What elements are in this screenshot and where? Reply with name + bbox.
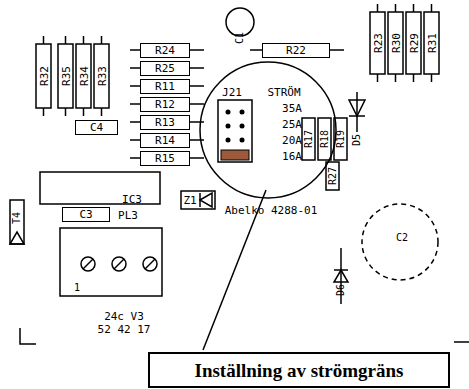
- silkscreen-label: R27: [328, 167, 338, 185]
- silkscreen-label: 35A: [282, 103, 302, 114]
- silkscreen-label: R18: [320, 130, 330, 148]
- silkscreen-label: C1: [235, 32, 245, 44]
- part-name: R24: [155, 45, 175, 56]
- component-outline: C4: [75, 120, 118, 135]
- silkscreen-label: STRÖM: [267, 87, 300, 98]
- silkscreen-label: R33: [96, 66, 107, 86]
- silkscreen-label: 20A: [282, 135, 302, 146]
- silkscreen-label: T4: [12, 212, 22, 224]
- component-outline: R14: [140, 133, 190, 148]
- silkscreen-label: 16A: [282, 151, 302, 162]
- part-name: C4: [90, 122, 103, 133]
- part-name: R22: [286, 45, 306, 56]
- part-name: R12: [155, 99, 175, 110]
- silkscreen-label: R23: [372, 33, 383, 53]
- part-name: R25: [155, 63, 175, 74]
- component-outline: R24: [140, 43, 190, 58]
- component-outline: R22: [262, 43, 330, 58]
- silkscreen-label: R32: [38, 66, 49, 86]
- component-outline: R12: [140, 97, 190, 112]
- callout-box: Inställning av strömgräns: [148, 352, 450, 388]
- caption-text: Inställning av strömgräns: [194, 361, 403, 380]
- silkscreen-label: C2: [396, 233, 408, 243]
- silkscreen-label: 52 42 17: [98, 324, 151, 335]
- component-outline: R25: [140, 61, 190, 76]
- silkscreen-label: R30: [390, 33, 401, 53]
- silkscreen-label: R31: [426, 33, 437, 53]
- silkscreen-label: PL3: [118, 210, 138, 221]
- part-name: R13: [155, 117, 175, 128]
- silkscreen-label: 25A: [282, 119, 302, 130]
- silkscreen-label: Abelko 4288-01: [225, 205, 318, 216]
- silkscreen-label: D5: [352, 134, 362, 146]
- part-name: R14: [155, 135, 175, 146]
- part-name: C3: [79, 209, 92, 220]
- component-outline: R15: [140, 151, 190, 166]
- silkscreen-label: J21: [222, 87, 242, 98]
- silkscreen-label: R34: [78, 66, 89, 86]
- component-outline: R11: [140, 79, 190, 94]
- part-name: R15: [155, 153, 175, 164]
- silkscreen-label: 1: [74, 283, 80, 293]
- silkscreen-label: 24c V3: [104, 311, 144, 322]
- silkscreen-label: R29: [408, 33, 419, 53]
- silkscreen-label: R19: [336, 130, 346, 148]
- part-name: R11: [155, 81, 175, 92]
- silkscreen-label: Z1: [183, 195, 196, 206]
- silkscreen-label: R17: [304, 130, 314, 148]
- component-outline: C3: [62, 207, 110, 222]
- component-outline: R13: [140, 115, 190, 130]
- silkscreen-label: D6: [336, 284, 346, 296]
- silkscreen-label: IC3: [122, 194, 142, 205]
- silkscreen-label: R35: [60, 66, 71, 86]
